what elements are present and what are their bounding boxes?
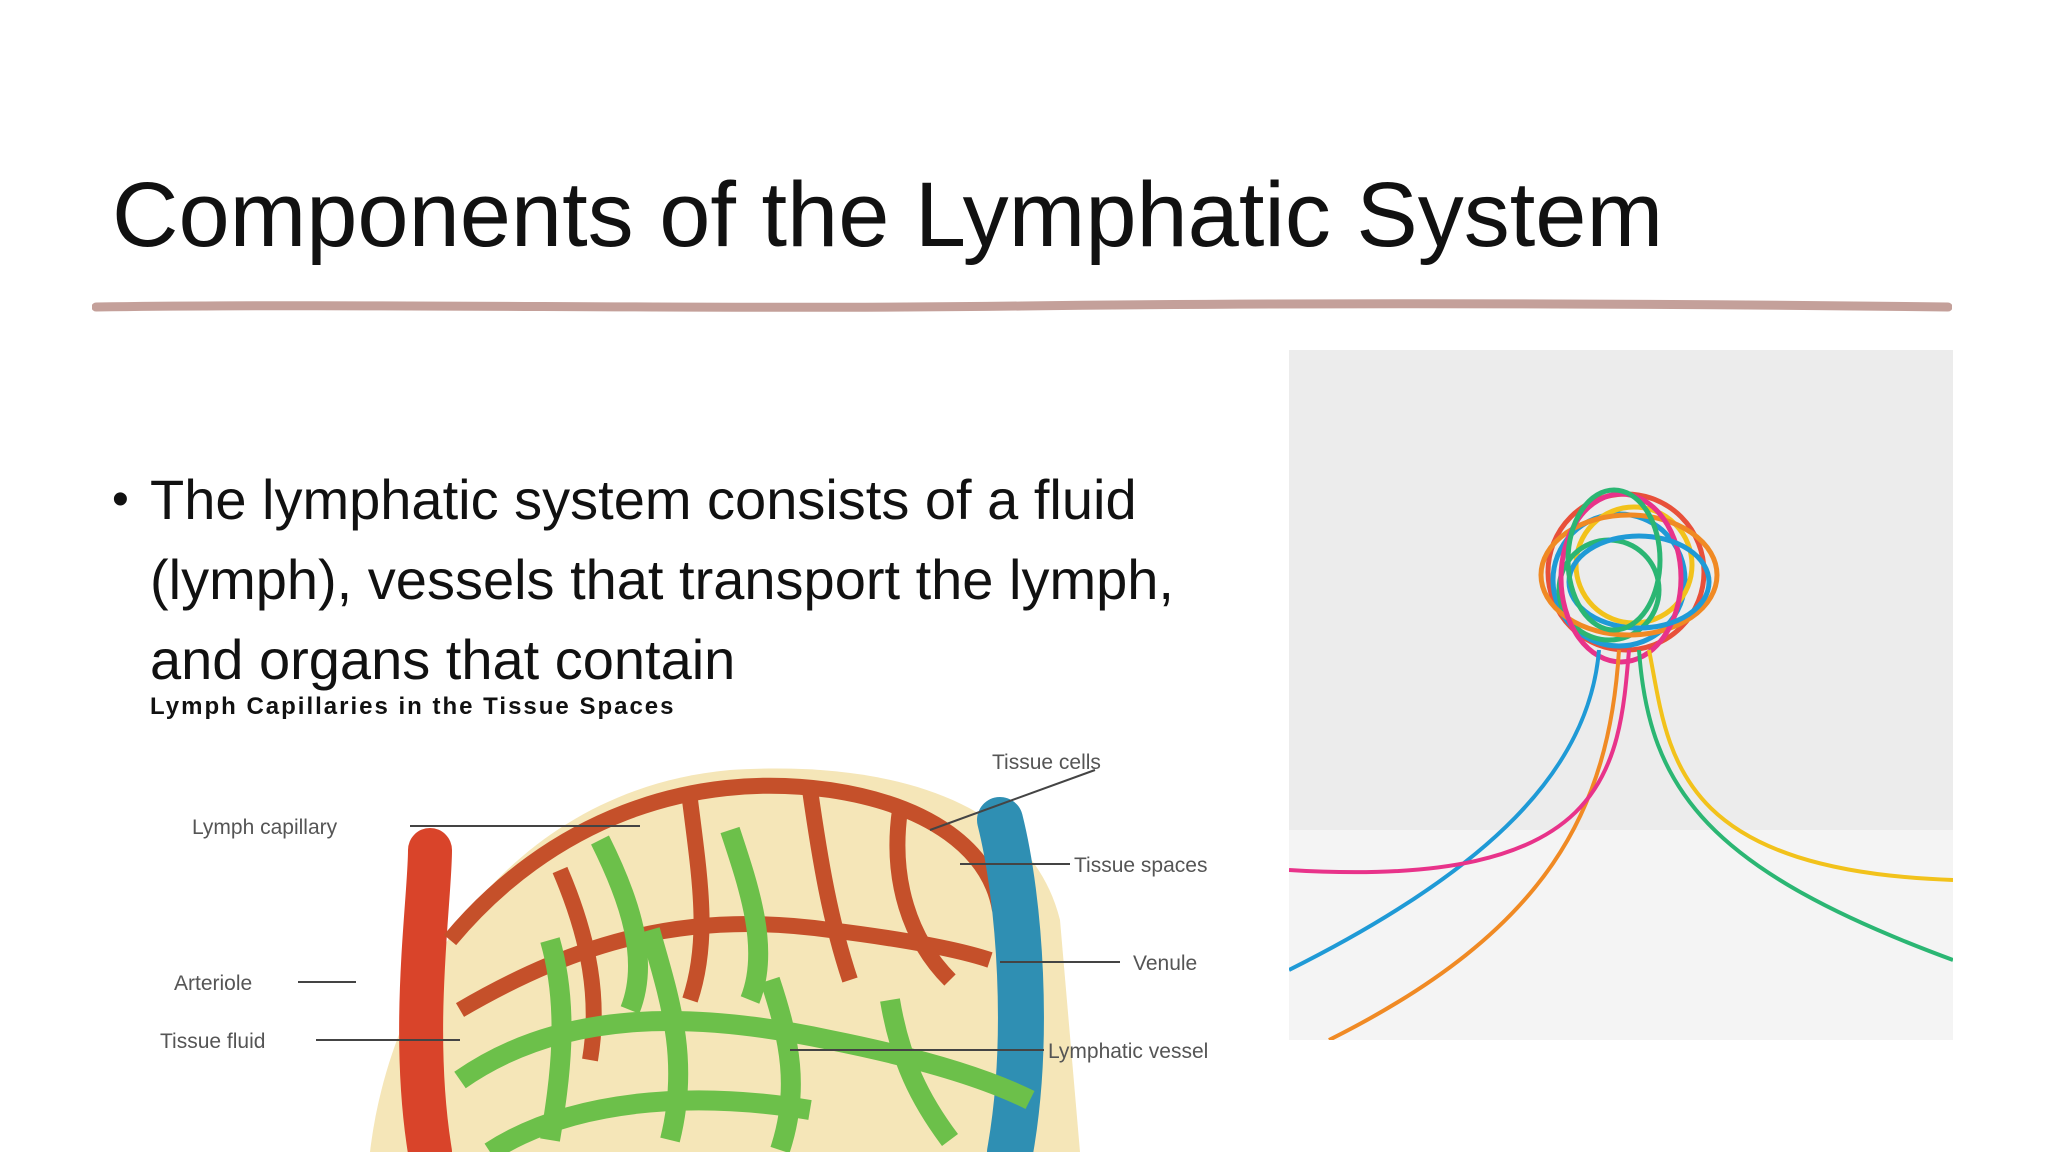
label-tissue-spaces: Tissue spaces xyxy=(1074,854,1207,877)
bullet-item: • The lymphatic system consists of a flu… xyxy=(112,460,1222,700)
lymph-capillary-network xyxy=(454,826,1035,1152)
lymph-capillaries-diagram: Lymph Capillaries in the Tissue Spaces T… xyxy=(150,693,1208,1152)
tangled-wires-photo xyxy=(1289,350,1953,1040)
label-venule: Venule xyxy=(1133,952,1197,975)
venule-vessel xyxy=(977,797,1044,1152)
label-lymph-capillary: Lymph capillary xyxy=(192,816,338,839)
label-arteriole: Arteriole xyxy=(174,972,252,995)
bullet-marker: • xyxy=(112,473,129,526)
slide-title: Components of the Lymphatic System xyxy=(112,164,1664,266)
photo-floor xyxy=(1289,830,1953,1040)
wire-strands xyxy=(1289,649,1953,1040)
label-tissue-cells: Tissue cells xyxy=(992,751,1101,774)
label-tissue-fluid: Tissue fluid xyxy=(160,1030,265,1053)
title-underline xyxy=(92,299,1952,312)
wire-tangle xyxy=(1538,487,1720,665)
diagram-title: Lymph Capillaries in the Tissue Spaces xyxy=(150,693,676,720)
arteriole-vessel xyxy=(399,828,452,1152)
bullet-text: The lymphatic system consists of a fluid… xyxy=(150,468,1174,691)
label-lymphatic-vessel: Lymphatic vessel xyxy=(1048,1040,1208,1063)
leader-lines xyxy=(298,769,1120,1051)
blood-capillary-network xyxy=(443,777,1008,1062)
